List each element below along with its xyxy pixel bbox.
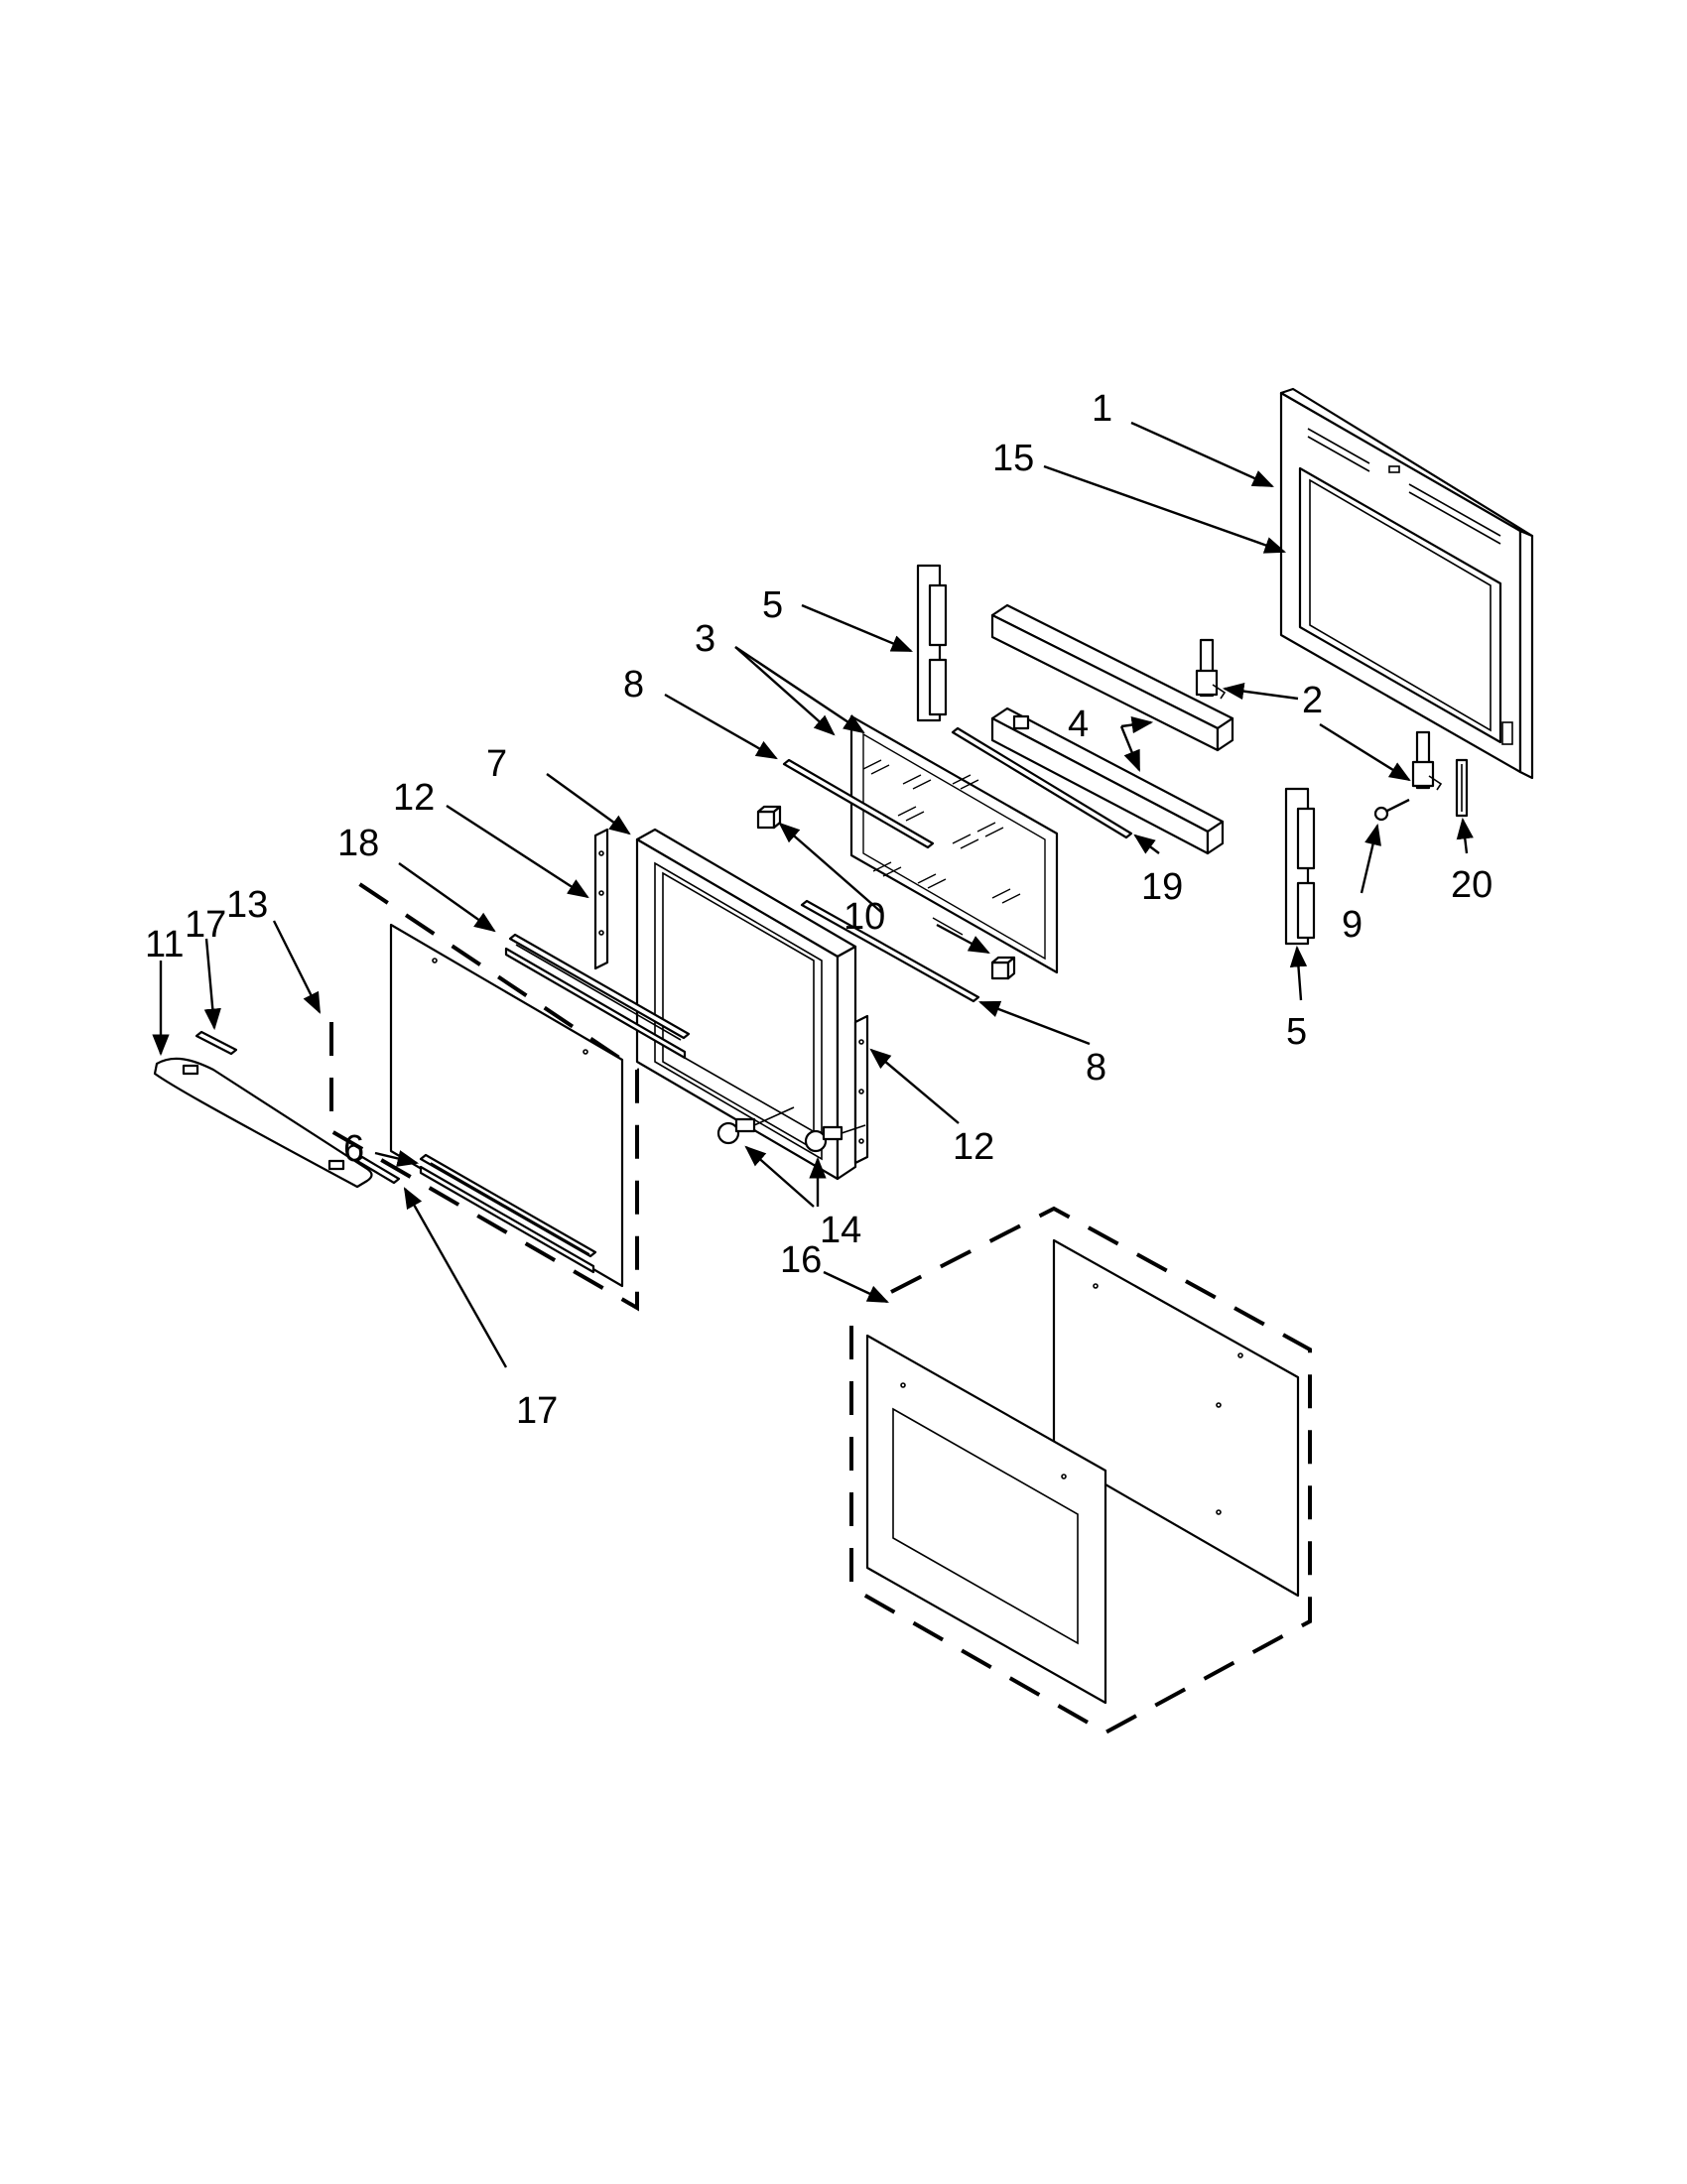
- door-spacer-lower: [990, 707, 1225, 855]
- glass-seal-lower: [800, 899, 980, 1003]
- callout-11: 11: [145, 924, 184, 965]
- outer-glass-assembly: [849, 1206, 1312, 1735]
- door-screw: [1373, 798, 1410, 822]
- door-hinge-upper: [1195, 638, 1227, 700]
- top-trim-strip: [504, 933, 691, 1060]
- callout-5-lower: 5: [1286, 1011, 1307, 1053]
- callout-7: 7: [486, 743, 507, 785]
- callout-18: 18: [337, 823, 379, 864]
- handle-spacer-lower: [355, 1155, 401, 1185]
- callout-5-upper: 5: [762, 584, 783, 626]
- door-frame: [635, 828, 857, 1181]
- insulation-strip: [951, 726, 1133, 839]
- glass-channel-lower: [1284, 787, 1316, 946]
- outer-door-assembly: [329, 875, 639, 1312]
- door-hinge-lower: [1411, 730, 1443, 791]
- callout-8-upper: 8: [623, 664, 644, 706]
- glass-spacer-block-upper: [756, 805, 782, 830]
- callout-labels: 1 15 5 3 8 7 12 18 13 17 11 2 4 10 19 20…: [145, 388, 1492, 1432]
- callout-15: 15: [992, 438, 1034, 479]
- callout-3: 3: [695, 618, 715, 660]
- handle-spacer-upper: [195, 1030, 238, 1056]
- callout-10-upper: 10: [844, 896, 885, 938]
- callout-9: 9: [1342, 904, 1363, 946]
- callout-12-upper: 12: [393, 777, 435, 819]
- glass-spacer-block-lower: [990, 956, 1016, 980]
- side-bracket-right: [853, 1014, 869, 1165]
- callout-19: 19: [1141, 866, 1183, 908]
- callout-16: 16: [780, 1239, 822, 1281]
- glass-channel-upper: [916, 564, 948, 722]
- hinge-screw-left: [716, 1106, 795, 1145]
- side-bracket-left: [593, 828, 609, 970]
- bottom-trim: [419, 1153, 597, 1274]
- door-spacer-upper: [990, 603, 1234, 752]
- callout-4: 4: [1068, 704, 1089, 745]
- callout-2: 2: [1302, 680, 1323, 721]
- callout-20: 20: [1451, 864, 1492, 906]
- callout-17-upper: 17: [185, 904, 226, 946]
- hinge-clip: [1455, 758, 1469, 818]
- callout-8-lower: 8: [1086, 1047, 1106, 1089]
- door-glass: [849, 714, 1059, 974]
- callout-14: 14: [820, 1210, 861, 1251]
- door-handle: [153, 1057, 373, 1189]
- hinge-screw-right: [804, 1124, 866, 1153]
- callout-6: 6: [343, 1128, 364, 1170]
- callout-12-lower: 12: [953, 1126, 994, 1168]
- inner-door-panel: [1279, 387, 1534, 780]
- callout-1: 1: [1092, 388, 1112, 430]
- callout-17-lower: 17: [516, 1390, 558, 1432]
- callout-13: 13: [226, 884, 268, 926]
- leader-lines: [152, 421, 1474, 1368]
- glass-seal-upper: [782, 758, 935, 849]
